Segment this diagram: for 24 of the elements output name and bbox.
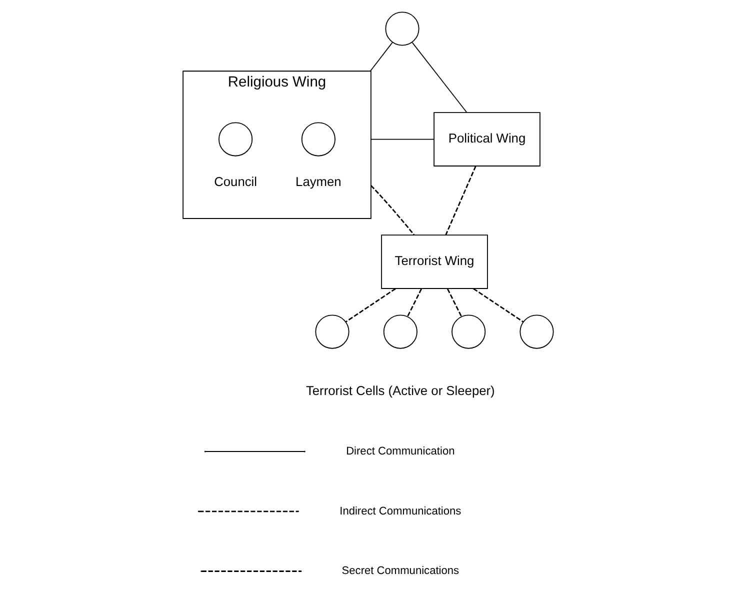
connector: [370, 138, 434, 140]
label: Terrorist Cells (Active or Sleeper): [306, 383, 495, 398]
connector: [445, 166, 476, 236]
legend-label: Direct Communication: [346, 445, 455, 458]
node-circle: [385, 12, 420, 46]
node-label: Council: [214, 174, 258, 189]
legend-label: Indirect Communications: [340, 505, 462, 518]
connector: [473, 288, 524, 323]
connector: [345, 288, 396, 323]
connector: [370, 42, 393, 72]
legend-label: Secret Communications: [342, 565, 460, 578]
node-label: Laymen: [296, 174, 342, 189]
node-circle: [315, 314, 350, 349]
connector: [370, 185, 415, 236]
node-box: Political Wing: [434, 112, 540, 166]
node-circle: [452, 314, 486, 349]
connector: [446, 288, 462, 317]
node-box: Terrorist Wing: [381, 234, 488, 289]
connector: [406, 288, 422, 317]
node-circle: [520, 314, 554, 349]
node-circle: [383, 314, 418, 349]
node-circle: [301, 122, 336, 156]
node-circle: [218, 122, 253, 156]
connector: [412, 42, 468, 113]
